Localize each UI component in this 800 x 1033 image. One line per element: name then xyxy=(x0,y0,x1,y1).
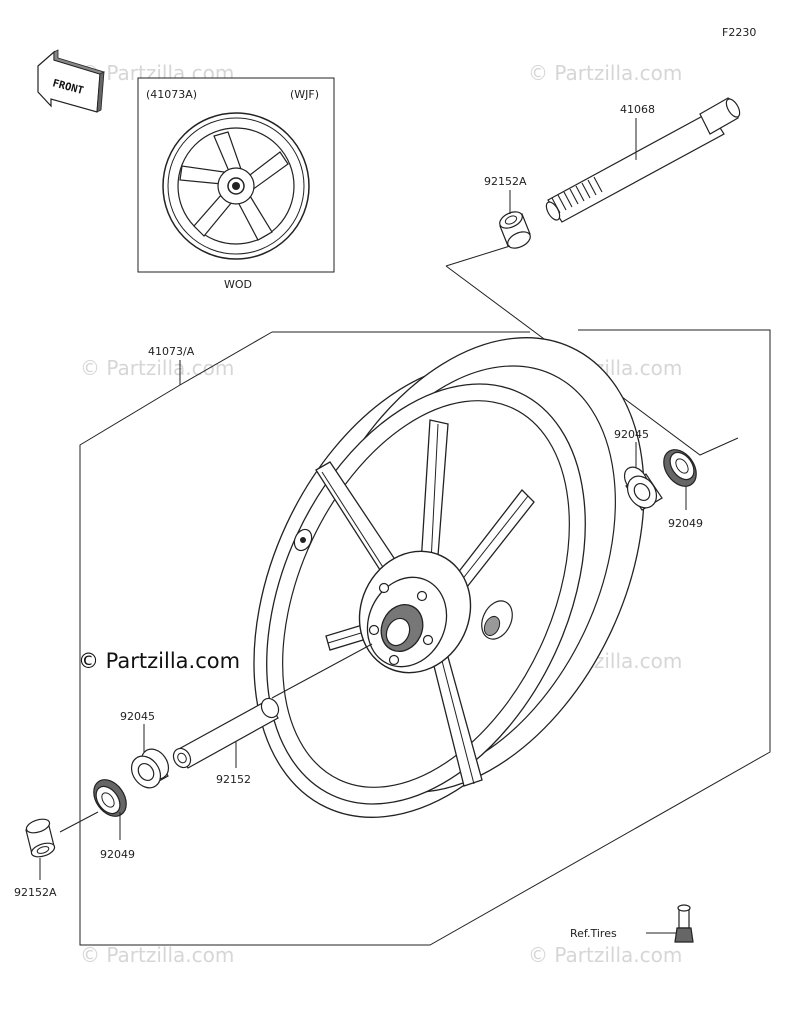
seal-92049-left xyxy=(93,779,127,817)
part-label-collar-left: 92152A xyxy=(14,886,57,899)
collar-92152a-left xyxy=(25,818,56,858)
brand-text: © Partzilla.com xyxy=(78,649,240,673)
part-label-axle: 41068 xyxy=(620,103,655,116)
bearing-92045-left xyxy=(130,748,170,789)
part-label-seal-left: 92049 xyxy=(100,848,135,861)
spacer-92152 xyxy=(172,697,280,769)
figure-code: F2230 xyxy=(722,26,756,39)
watermark: © Partzilla.com xyxy=(528,61,682,85)
bearing-92045-right xyxy=(623,466,663,511)
part-label-bearing-right: 92045 xyxy=(614,428,649,441)
collar-92152a-top xyxy=(499,211,531,249)
part-label-wheel: 41073/A xyxy=(148,345,195,358)
assembly-outline xyxy=(79,245,771,946)
part-label-spacer: 92152 xyxy=(216,773,251,786)
front-arrow-icon: FRONT xyxy=(37,49,106,113)
watermark: © Partzilla.com xyxy=(528,943,682,967)
axle-41068 xyxy=(545,97,741,223)
part-label-collar-top: 92152A xyxy=(484,175,527,188)
inset-variant-box: (41073A) (WJF) WOD xyxy=(137,77,335,291)
tire-valve-icon xyxy=(674,904,694,943)
inset-right-label: (WJF) xyxy=(290,88,319,101)
watermark: © Partzilla.com xyxy=(80,943,234,967)
inset-left-label: (41073A) xyxy=(146,88,197,101)
inset-wheel-icon xyxy=(162,112,310,260)
part-label-bearing-left: 92045 xyxy=(120,710,155,723)
part-label-valve-ref: Ref.Tires xyxy=(570,927,617,940)
wheel-41073a xyxy=(253,337,645,818)
inset-bottom-label: WOD xyxy=(224,278,252,291)
watermark: © Partzilla.com xyxy=(80,356,234,380)
seal-92049-right xyxy=(663,449,697,487)
part-label-seal-right: 92049 xyxy=(668,517,703,530)
